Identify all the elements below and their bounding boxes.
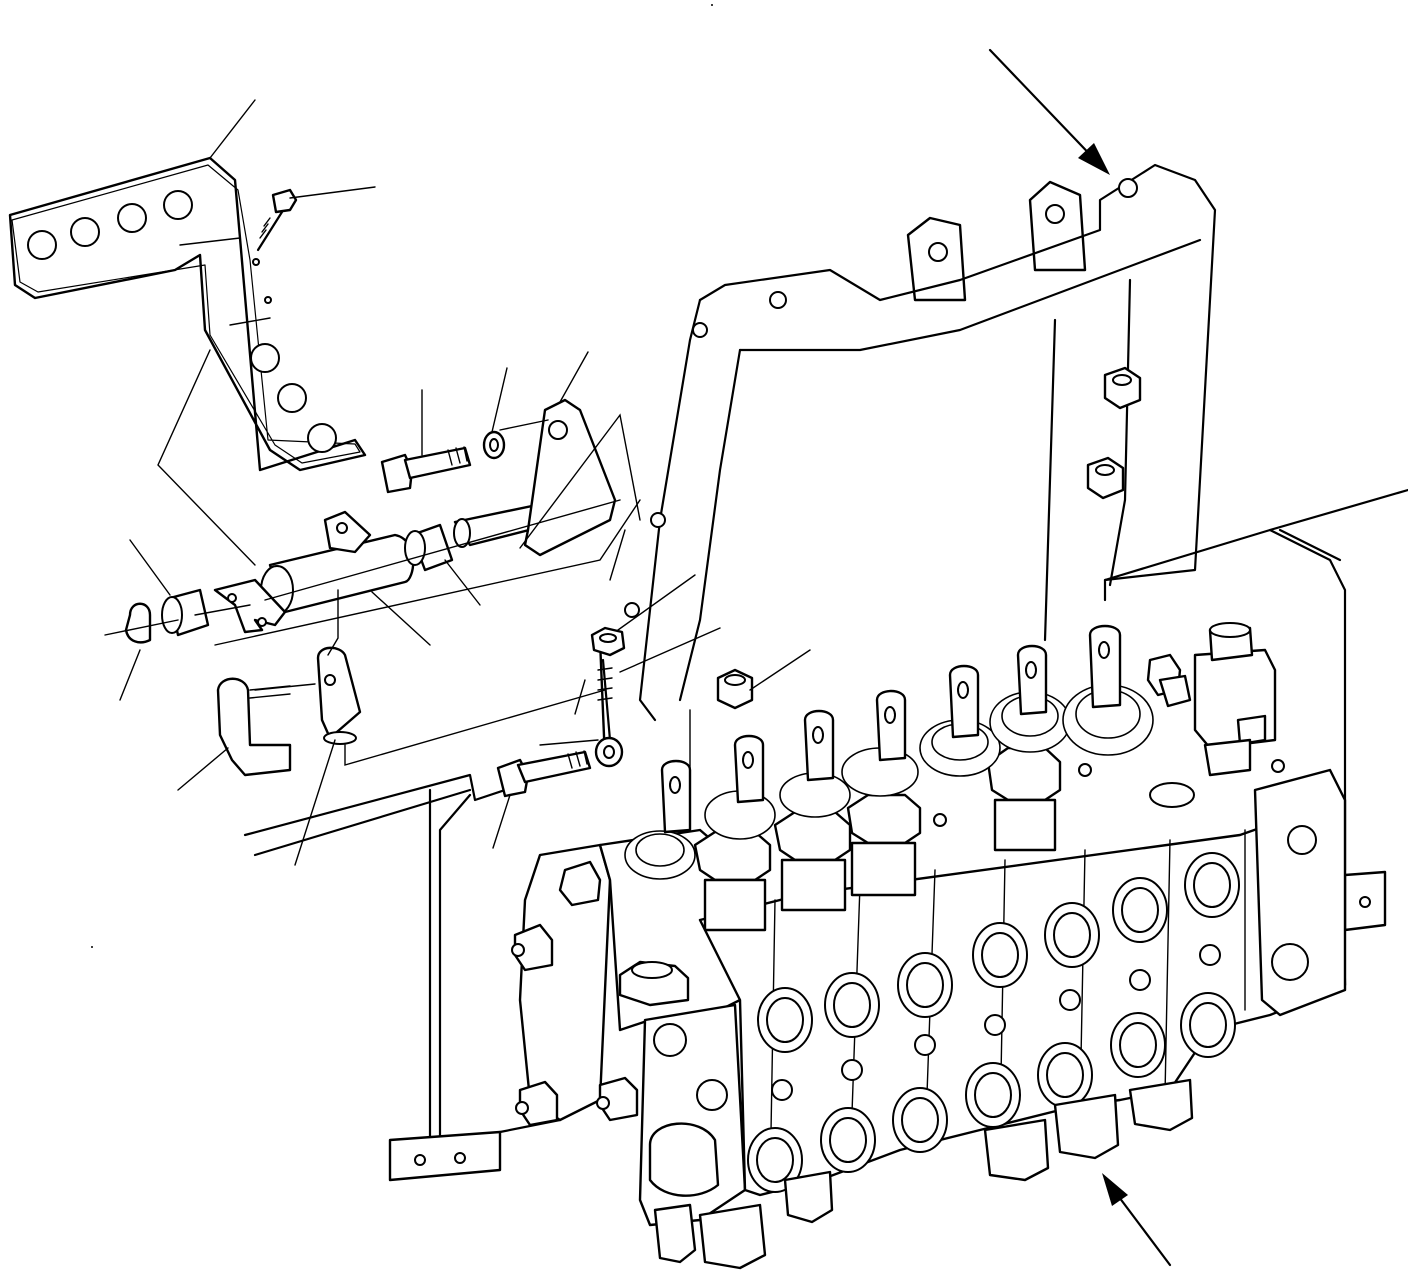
lower-ports: [747, 992, 1236, 1193]
link-bolt: [496, 750, 592, 798]
rod-end: [594, 639, 624, 768]
pedal-screw: [256, 188, 298, 252]
middle-ports: [771, 944, 1221, 1101]
pivot-bolt: [380, 446, 472, 494]
snap-ring: [124, 602, 152, 644]
bushing-left: [161, 588, 210, 637]
pivot-tube: [260, 510, 415, 615]
clip: [216, 677, 292, 777]
shaft-bracket: [213, 578, 287, 634]
arrow-bottom-right: [1102, 1173, 1172, 1267]
rod-nut: [590, 626, 626, 657]
bottom-spool-caps: [653, 1078, 1194, 1270]
clevis: [316, 646, 362, 745]
bushing-right: [404, 523, 454, 572]
pivot-washer: [482, 430, 506, 460]
pedal-arm: [8, 156, 367, 472]
solenoid-switch: [1146, 622, 1277, 777]
arrow-top-right: [988, 48, 1110, 175]
control-valve-block: [511, 622, 1347, 1270]
mounting-frame: [243, 163, 1408, 1182]
pivot-plate: [523, 398, 617, 557]
link-nut: [716, 668, 754, 710]
leader-lines: [104, 99, 811, 866]
upper-ports: [757, 852, 1240, 1053]
spool-levers: [660, 624, 1122, 834]
